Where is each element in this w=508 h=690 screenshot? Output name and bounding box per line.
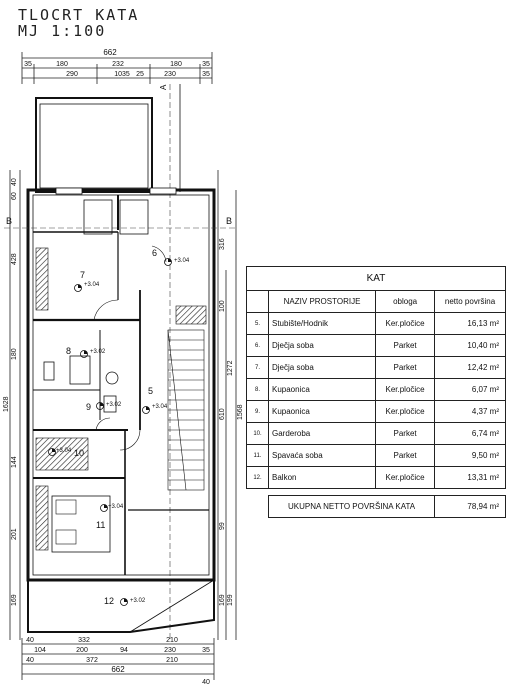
dim-left-total: 1628 <box>3 396 10 412</box>
drawing-title: TLOCRT KATA <box>18 6 140 24</box>
room-marker-7: 7 +3.04 <box>74 270 100 292</box>
room-schedule-table: KAT NAZIV PROSTORIJE obloga netto površi… <box>246 266 506 518</box>
dim-bot-210b: 210 <box>166 657 178 664</box>
svg-text:+3.04: +3.04 <box>56 448 72 454</box>
dim-top-total: 662 <box>103 48 117 57</box>
dim-left-2: 60 <box>11 192 18 200</box>
svg-text:8: 8 <box>66 346 71 356</box>
dim-bot-200: 200 <box>76 647 88 654</box>
dim-top-10: 35 <box>202 71 210 78</box>
dim-bot-40: 40 <box>26 637 34 644</box>
section-a-marker: A <box>159 84 168 90</box>
dim-bot-372: 372 <box>86 657 98 664</box>
dim-right-99: 99 <box>219 522 226 530</box>
svg-text:12: 12 <box>104 596 114 606</box>
section-b-right: B <box>226 216 232 226</box>
bottom-dimensions <box>21 638 215 680</box>
room-marker-10: 10 +3.04 <box>48 448 84 458</box>
dim-top-9: 230 <box>164 71 176 78</box>
header-finish: obloga <box>375 290 436 313</box>
drawing-scale: MJ 1:100 <box>18 22 107 40</box>
dim-top-8: 25 <box>136 71 144 78</box>
dim-left-1: 40 <box>11 178 18 186</box>
dim-bot-332: 332 <box>78 637 90 644</box>
dim-right-316: 316 <box>219 238 226 250</box>
dim-right-169: 169 <box>219 594 226 606</box>
dim-bot-210: 210 <box>166 637 178 644</box>
right-dimensions <box>217 170 237 640</box>
svg-text:6: 6 <box>152 248 157 258</box>
room-marker-11: 11 +3.04 <box>96 504 124 530</box>
svg-text:+3.02: +3.02 <box>90 349 106 355</box>
section-b-left: B <box>6 216 12 226</box>
dim-right-199: 199 <box>227 594 234 606</box>
dim-bot-extra: 40 <box>202 679 210 686</box>
dim-right-610: 610 <box>219 408 226 420</box>
dim-bot-35: 35 <box>202 647 210 654</box>
svg-text:+3.04: +3.04 <box>174 258 190 264</box>
svg-text:9: 9 <box>86 402 91 412</box>
svg-text:+3.04: +3.04 <box>152 404 168 410</box>
dim-left-4: 428 <box>11 253 18 265</box>
room-marker-6: 6 +3.04 <box>152 248 190 266</box>
dim-top-3: 232 <box>112 61 124 68</box>
table-header-row: NAZIV PROSTORIJE obloga netto površina <box>246 290 506 313</box>
dim-top-4: 180 <box>170 61 182 68</box>
dim-top-7: 1035 <box>114 71 130 78</box>
total-value: 78,94 m² <box>434 495 506 518</box>
svg-text:5: 5 <box>148 386 153 396</box>
total-label: UKUPNA NETTO POVRŠINA KATA <box>267 495 436 518</box>
dim-bot-104: 104 <box>34 647 46 654</box>
dim-bot-40b: 40 <box>26 657 34 664</box>
dim-top-6: 290 <box>66 71 78 78</box>
room-marker-5: 5 +3.04 <box>142 386 168 414</box>
staircase <box>167 329 205 491</box>
svg-text:+3.04: +3.04 <box>108 504 124 510</box>
dim-top-2: 180 <box>56 61 68 68</box>
dim-right-100: 100 <box>219 300 226 312</box>
dim-left-10: 144 <box>11 456 18 468</box>
dim-right-1272: 1272 <box>227 360 234 376</box>
table-total-row: UKUPNA NETTO POVRŠINA KATA 78,94 m² <box>247 495 506 518</box>
dim-bot-230: 230 <box>164 647 176 654</box>
svg-text:+3.04: +3.04 <box>84 282 100 288</box>
room-marker-9: 9 +3.02 <box>86 402 122 412</box>
room-marker-12: 12 +3.02 <box>104 596 146 606</box>
dim-left-13: 201 <box>11 528 18 540</box>
dim-left-15: 169 <box>11 594 18 606</box>
room-marker-8: 8 +3.02 <box>66 346 106 358</box>
left-dimensions <box>9 170 21 640</box>
svg-text:+3.02: +3.02 <box>106 402 122 408</box>
dim-top-1: 35 <box>24 61 32 68</box>
header-area: netto površina <box>434 290 506 313</box>
table-title: KAT <box>246 266 506 291</box>
svg-text:10: 10 <box>74 448 84 458</box>
top-dimensions <box>21 52 213 84</box>
dim-bot-total: 662 <box>111 665 125 674</box>
dim-left-6: 180 <box>11 348 18 360</box>
header-name: NAZIV PROSTORIJE <box>267 290 377 313</box>
dim-right-1568: 1568 <box>237 404 244 420</box>
svg-text:+3.02: +3.02 <box>130 598 146 604</box>
svg-text:7: 7 <box>80 270 85 280</box>
dim-top-5: 35 <box>202 61 210 68</box>
dim-bot-94: 94 <box>120 647 128 654</box>
svg-text:11: 11 <box>96 520 105 530</box>
